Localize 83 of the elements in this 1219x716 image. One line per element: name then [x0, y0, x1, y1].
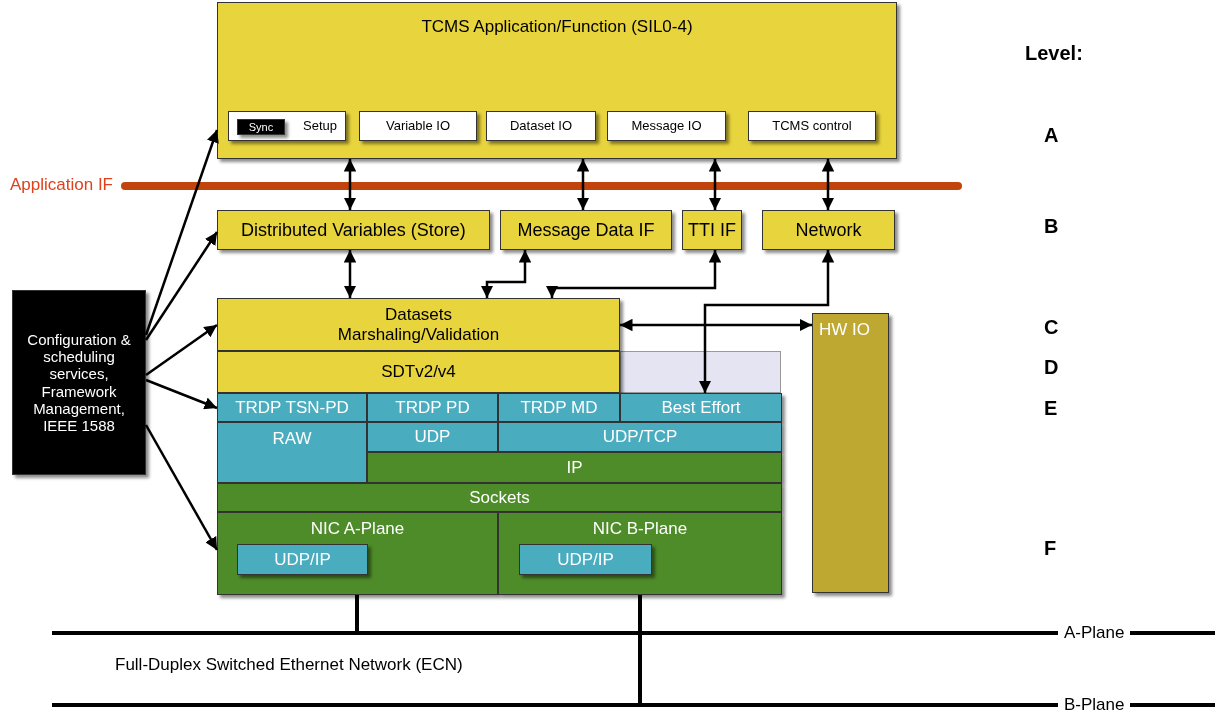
- function-box: [486, 111, 596, 141]
- box-label: SDTv2/v4: [381, 362, 456, 382]
- box-label: TCMS Application/Function (SIL0-4): [421, 17, 693, 37]
- nic-box: [498, 512, 782, 595]
- arrow: [708, 159, 722, 210]
- layer-box: [217, 298, 620, 351]
- box-label: Best Effort: [661, 397, 741, 418]
- network-caption: Full-Duplex Switched Ethernet Network (ECN): [115, 655, 463, 675]
- service-box: [682, 210, 742, 250]
- box-label: UDP/IP: [557, 549, 614, 570]
- box-label: RAW: [272, 429, 312, 449]
- box-label: NIC A-Plane: [310, 519, 405, 539]
- box-label: IP: [566, 457, 583, 478]
- hardware-io-box: [812, 313, 889, 593]
- arrow: [145, 378, 218, 410]
- arrow: [620, 318, 812, 332]
- arrow: [480, 250, 532, 298]
- arrow: [343, 159, 357, 210]
- arrow: [821, 159, 835, 210]
- box-label: TCMS control: [772, 118, 852, 134]
- box-label: NIC B-Plane: [592, 519, 688, 539]
- service-box: [500, 210, 672, 250]
- box-label: Configuration & scheduling services, Framework Management, IEEE 1588: [26, 330, 132, 435]
- box-label: Network: [795, 219, 862, 241]
- arrow: [144, 231, 219, 341]
- protocol-box: [498, 422, 782, 452]
- plane-label: A-Plane: [1058, 625, 1131, 641]
- nic-box: [217, 512, 498, 595]
- service-box: [217, 210, 490, 250]
- box-label: UDP: [414, 427, 451, 447]
- box-label: Message Data IF: [517, 219, 655, 241]
- arrow: [144, 129, 219, 336]
- box-label: TRDP PD: [395, 397, 470, 418]
- box-label: Datasets: [384, 304, 453, 325]
- level-letter: B: [1044, 215, 1059, 238]
- sync-badge: [237, 119, 285, 135]
- protocol-box: [217, 393, 367, 422]
- arrow: [145, 323, 218, 377]
- protocol-box: [620, 393, 782, 422]
- arrow: [545, 250, 722, 298]
- box-label: UDP/TCP: [602, 427, 678, 447]
- protocol-box: [498, 393, 620, 422]
- box-label: Marshaling/Validation: [337, 324, 500, 345]
- box-label: Sync: [248, 120, 274, 134]
- box-label: UDP/IP: [274, 549, 331, 570]
- box-label: TTI IF: [688, 219, 736, 241]
- management-box: [12, 290, 146, 475]
- arrow: [343, 250, 357, 298]
- function-box: [359, 111, 477, 141]
- level-letter: A: [1044, 124, 1059, 147]
- level-letter: E: [1044, 397, 1058, 420]
- connection-line: [638, 595, 1058, 707]
- arrow: [144, 424, 219, 551]
- level-heading: Level:: [1025, 42, 1083, 65]
- box-label: TRDP MD: [520, 397, 598, 418]
- box-label: Sockets: [469, 487, 530, 508]
- box-label: TRDP TSN-PD: [235, 397, 349, 418]
- box-label: Setup: [303, 118, 337, 134]
- network-layer-box: [367, 452, 782, 483]
- arrow: [576, 159, 590, 210]
- arrow: [698, 250, 835, 393]
- protocol-box: [519, 544, 652, 575]
- protocol-box: [367, 393, 498, 422]
- function-box: [748, 111, 876, 141]
- application-box: [217, 2, 897, 159]
- box-label: Dataset IO: [509, 118, 573, 134]
- plane-label: B-Plane: [1058, 697, 1131, 713]
- box-label: Distributed Variables (Store): [241, 219, 466, 241]
- protocol-box: [237, 544, 368, 575]
- box-label: HW IO: [819, 320, 870, 340]
- function-box: [228, 111, 346, 141]
- layer-box: [217, 351, 620, 393]
- protocol-box: [367, 422, 498, 452]
- interface-label: Application IF: [10, 175, 113, 195]
- level-letter: D: [1044, 356, 1059, 379]
- service-box: [762, 210, 895, 250]
- box-label: Message IO: [631, 118, 702, 134]
- level-letter: F: [1044, 537, 1057, 560]
- protocol-box: [217, 422, 367, 483]
- box-label: Variable IO: [385, 118, 451, 134]
- function-box: [607, 111, 726, 141]
- network-layer-box: [217, 483, 782, 512]
- level-letter: C: [1044, 316, 1059, 339]
